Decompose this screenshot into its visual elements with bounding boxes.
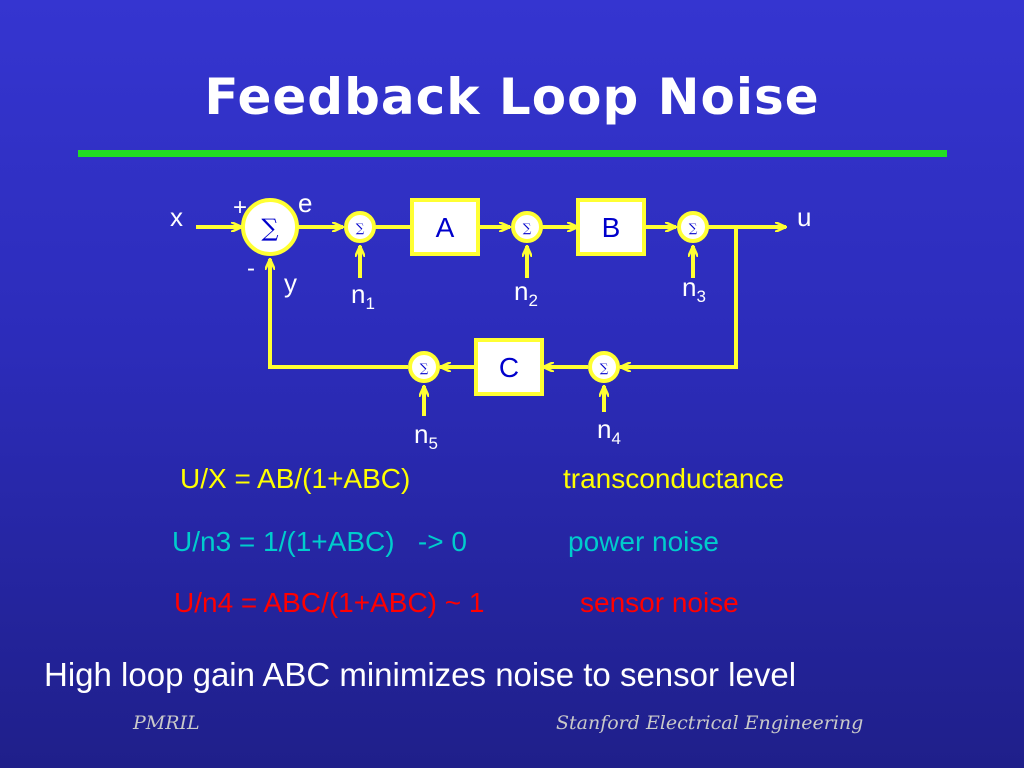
minus-sign: - <box>247 255 255 282</box>
output-label: u <box>797 202 811 232</box>
title-divider <box>78 150 947 157</box>
block-b <box>576 198 646 256</box>
noise-label-n1: n1 <box>351 279 375 313</box>
equation-sensor-noise-label: sensor noise <box>580 587 739 618</box>
n2-summing-node <box>511 211 543 243</box>
equation-transconductance-formula: U/X = AB/(1+ABC) <box>180 463 411 494</box>
noise-label-n4: n4 <box>597 414 621 448</box>
block-a <box>410 198 480 256</box>
noise-label-n5: n5 <box>414 419 438 453</box>
n4-summing-node <box>588 351 620 383</box>
n1-summing-node <box>344 211 376 243</box>
equation-power-noise-label: power noise <box>568 526 719 557</box>
input-label: x <box>170 202 183 232</box>
noise-label-n3: n3 <box>682 272 706 306</box>
plus-sign: + <box>233 194 247 221</box>
footer-right: Stanford Electrical Engineering <box>556 712 864 734</box>
equation-transconductance-label: transconductance <box>563 463 785 494</box>
error-label: e <box>298 188 312 218</box>
equation-sensor-noise-formula: U/n4 = ABC/(1+ABC) ~ 1 <box>174 587 485 618</box>
main-sum-symbol: ∑ <box>261 214 278 242</box>
n3-summing-node <box>677 211 709 243</box>
block-b-label: B <box>602 212 621 243</box>
block-c-label: C <box>499 352 519 383</box>
n2-sum-symbol: ∑ <box>523 221 532 235</box>
block-c <box>474 338 544 396</box>
feedback-right-wire <box>620 227 738 367</box>
equation-power-noise-formula: U/n3 = 1/(1+ABC) -> 0 <box>172 526 467 557</box>
n5-sum-symbol: ∑ <box>420 361 429 375</box>
feedback-left-wire <box>270 259 408 369</box>
slide-title: Feedback Loop Noise <box>204 68 820 126</box>
footer-left: PMRIL <box>133 712 200 734</box>
n4-sum-symbol: ∑ <box>600 361 609 375</box>
n1-sum-symbol: ∑ <box>356 221 365 235</box>
main-summing-junction <box>241 198 299 256</box>
noise-label-n2: n2 <box>514 276 538 310</box>
block-a-label: A <box>436 212 455 243</box>
n3-sum-symbol: ∑ <box>689 221 698 235</box>
conclusion-text: High loop gain ABC minimizes noise to se… <box>44 656 797 693</box>
n5-summing-node <box>408 351 440 383</box>
feedback-label: y <box>284 268 297 298</box>
